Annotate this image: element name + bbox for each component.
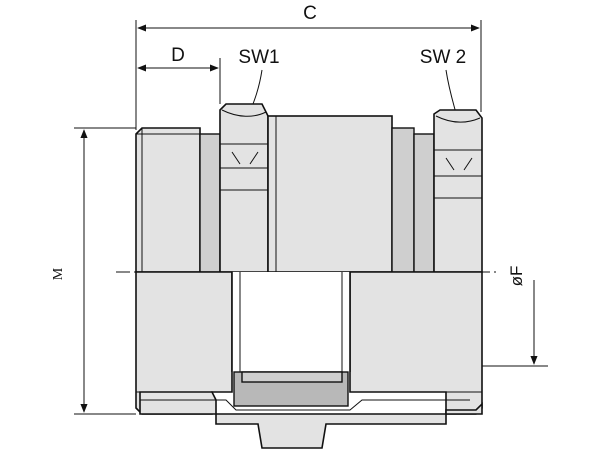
seal-insert-lip [241,371,343,383]
inner-bore [232,272,350,372]
sw1-label: SW1 [238,47,279,68]
dim-c-label: C [303,3,317,24]
section-inner-groove [140,399,470,411]
hex-sw2 [433,109,483,273]
sw2-label: SW 2 [420,47,466,68]
dimension-d: D [137,45,221,104]
hex-sw2-facet [445,157,473,171]
collar-left [199,133,221,273]
hex-sw1-chamfer [221,109,267,117]
central-body [267,115,393,273]
hex-sw1 [219,103,269,273]
dimension-m: M [51,127,136,415]
dim-f-label: øF [507,266,526,287]
thread-section [135,127,201,273]
dim-m-label: M [51,267,66,280]
collar-right [391,127,415,273]
hex-sw2-chamfer [435,115,481,123]
collar-right-2 [413,133,435,273]
section-sleeve-right [349,271,483,415]
section-flange [139,391,483,449]
hex-sw1-facet [231,151,259,165]
lower-section [135,271,483,449]
dim-d-label: D [171,45,185,66]
upper-body [135,103,483,273]
dimension-c: C [135,3,482,130]
